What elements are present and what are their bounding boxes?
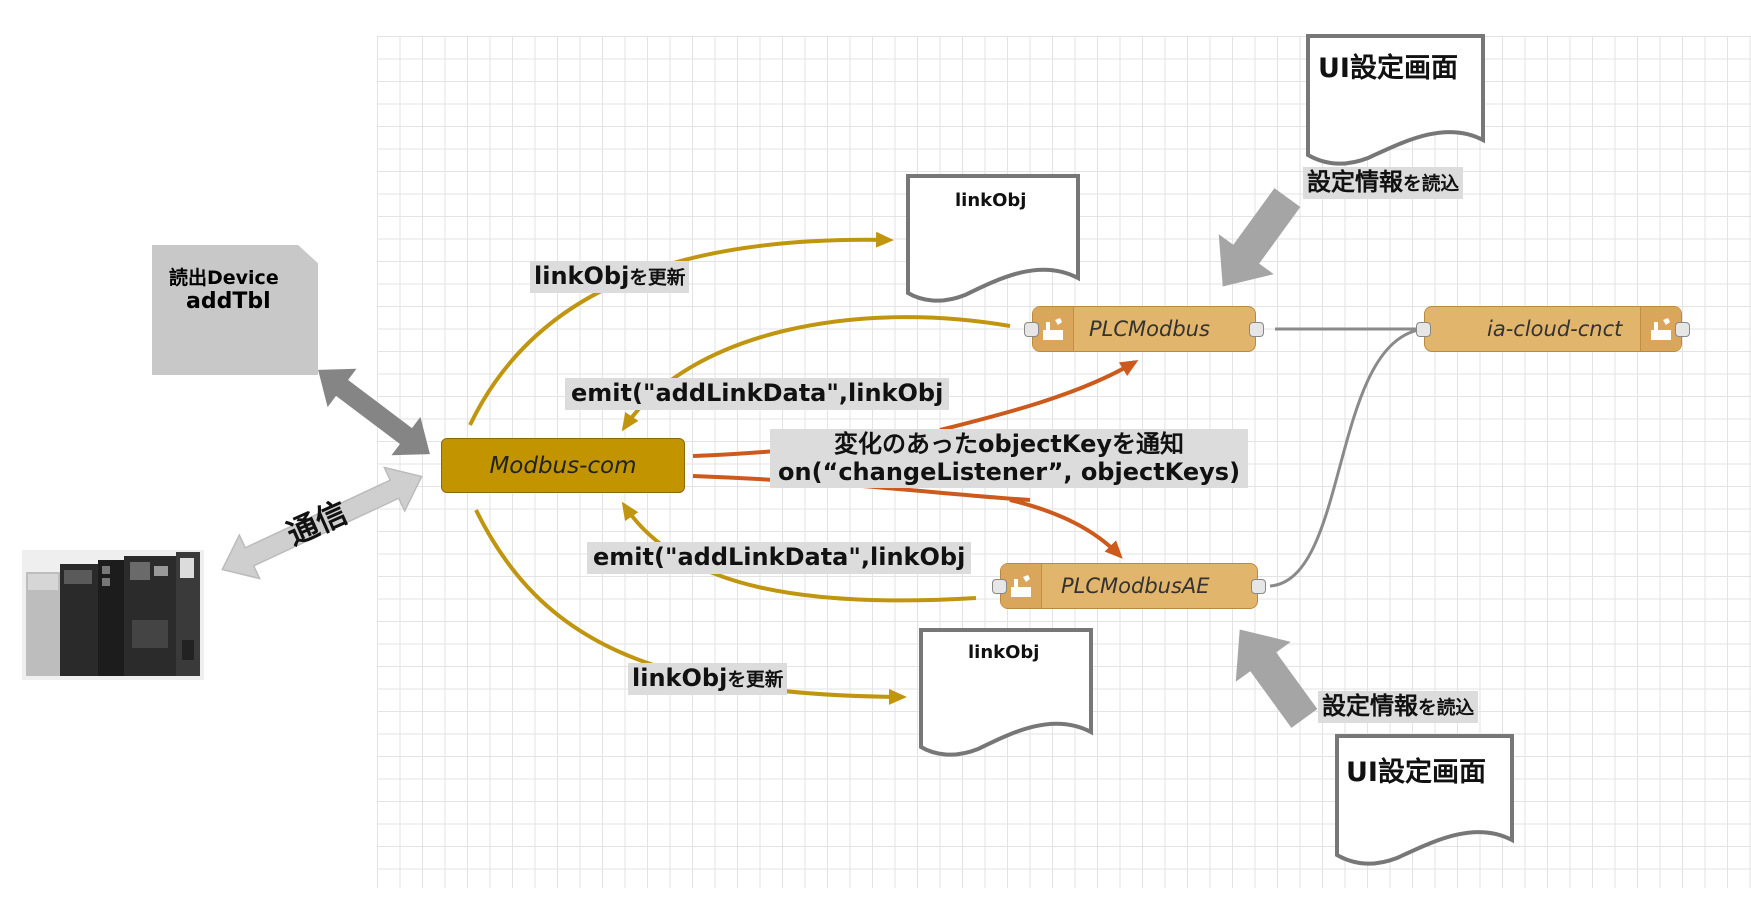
orange-arrow-to-plcmodbusae <box>1009 498 1123 559</box>
ia-cloud-cnct-node[interactable]: ia-cloud-cnct <box>1416 306 1690 352</box>
ia-cloud-input-port[interactable] <box>1416 322 1431 337</box>
ui-settings-doc-bottom <box>1335 734 1514 866</box>
read-device-addtbl-note: 読出Device addTbl <box>152 245 318 375</box>
modbus-com-node[interactable]: Modbus-com <box>441 438 685 493</box>
linkobj-doc-bottom-label: linkObj <box>968 642 1040 663</box>
change-label-line2: on(“changeListener”, objectKeys) <box>778 457 1241 486</box>
plcmodbusae-input-port[interactable] <box>992 579 1007 594</box>
orange-line-2 <box>692 474 1031 502</box>
change-listener-label: 変化のあったobjectKeyを通知 on(“changeListener”, … <box>770 429 1249 489</box>
plcmodbus-node[interactable]: PLCModbus <box>1024 306 1264 352</box>
read-settings-label-top: 設定情報を読込 <box>1303 167 1464 199</box>
update-linkobj-label-bottom: linkObjを更新 <box>628 663 788 695</box>
factory-icon <box>1001 564 1042 608</box>
gold-arrow-update-bottom <box>474 509 907 705</box>
settings-arrow-bottom <box>1235 629 1318 728</box>
plcmodbus-label: PLCModbus <box>1089 317 1210 341</box>
plcmodbus-output-port[interactable] <box>1249 322 1264 337</box>
device-note-line2: addTbl <box>186 289 271 314</box>
plcmodbusae-node[interactable]: PLCModbusAE <box>992 563 1266 609</box>
ui-settings-doc-top <box>1306 34 1485 166</box>
device-note-line1: 読出Device <box>169 267 279 289</box>
plcmodbusae-label: PLCModbusAE <box>1061 574 1210 598</box>
ia-cloud-output-port[interactable] <box>1675 322 1690 337</box>
linkobj-doc-top <box>906 174 1080 303</box>
read-settings-label-bottom: 設定情報を読込 <box>1318 691 1479 723</box>
linkobj-doc-bottom <box>919 628 1093 757</box>
ui-settings-doc-bottom-label: UI設定画面 <box>1346 757 1486 788</box>
ui-settings-doc-top-label: UI設定画面 <box>1318 53 1458 84</box>
comm-double-arrow <box>221 466 423 580</box>
device-double-arrow <box>318 368 430 456</box>
linkobj-doc-top-label: linkObj <box>955 190 1027 211</box>
plc-hardware-image <box>22 550 204 680</box>
factory-icon <box>1640 307 1681 351</box>
gold-arrow-emit-top <box>621 315 1011 432</box>
orange-arrow-to-plcmodbus <box>939 359 1139 432</box>
update-linkobj-label-top: linkObjを更新 <box>530 261 690 293</box>
emit-label-bottom: emit("addLinkData",linkObj <box>587 542 972 574</box>
plcmodbusae-output-port[interactable] <box>1251 579 1266 594</box>
settings-arrow-top <box>1218 188 1301 287</box>
ia-cloud-cnct-label: ia-cloud-cnct <box>1487 317 1623 341</box>
emit-label-top: emit("addLinkData",linkObj <box>565 378 950 410</box>
plcmodbus-input-port[interactable] <box>1024 322 1039 337</box>
change-label-line1: 変化のあったobjectKeyを通知 <box>834 430 1184 458</box>
factory-icon <box>1033 307 1074 351</box>
wire-plcmodbusae-to-cloud <box>1269 327 1425 588</box>
gold-arrow-emit-bottom <box>621 501 977 603</box>
modbus-com-label: Modbus-com <box>489 452 637 479</box>
